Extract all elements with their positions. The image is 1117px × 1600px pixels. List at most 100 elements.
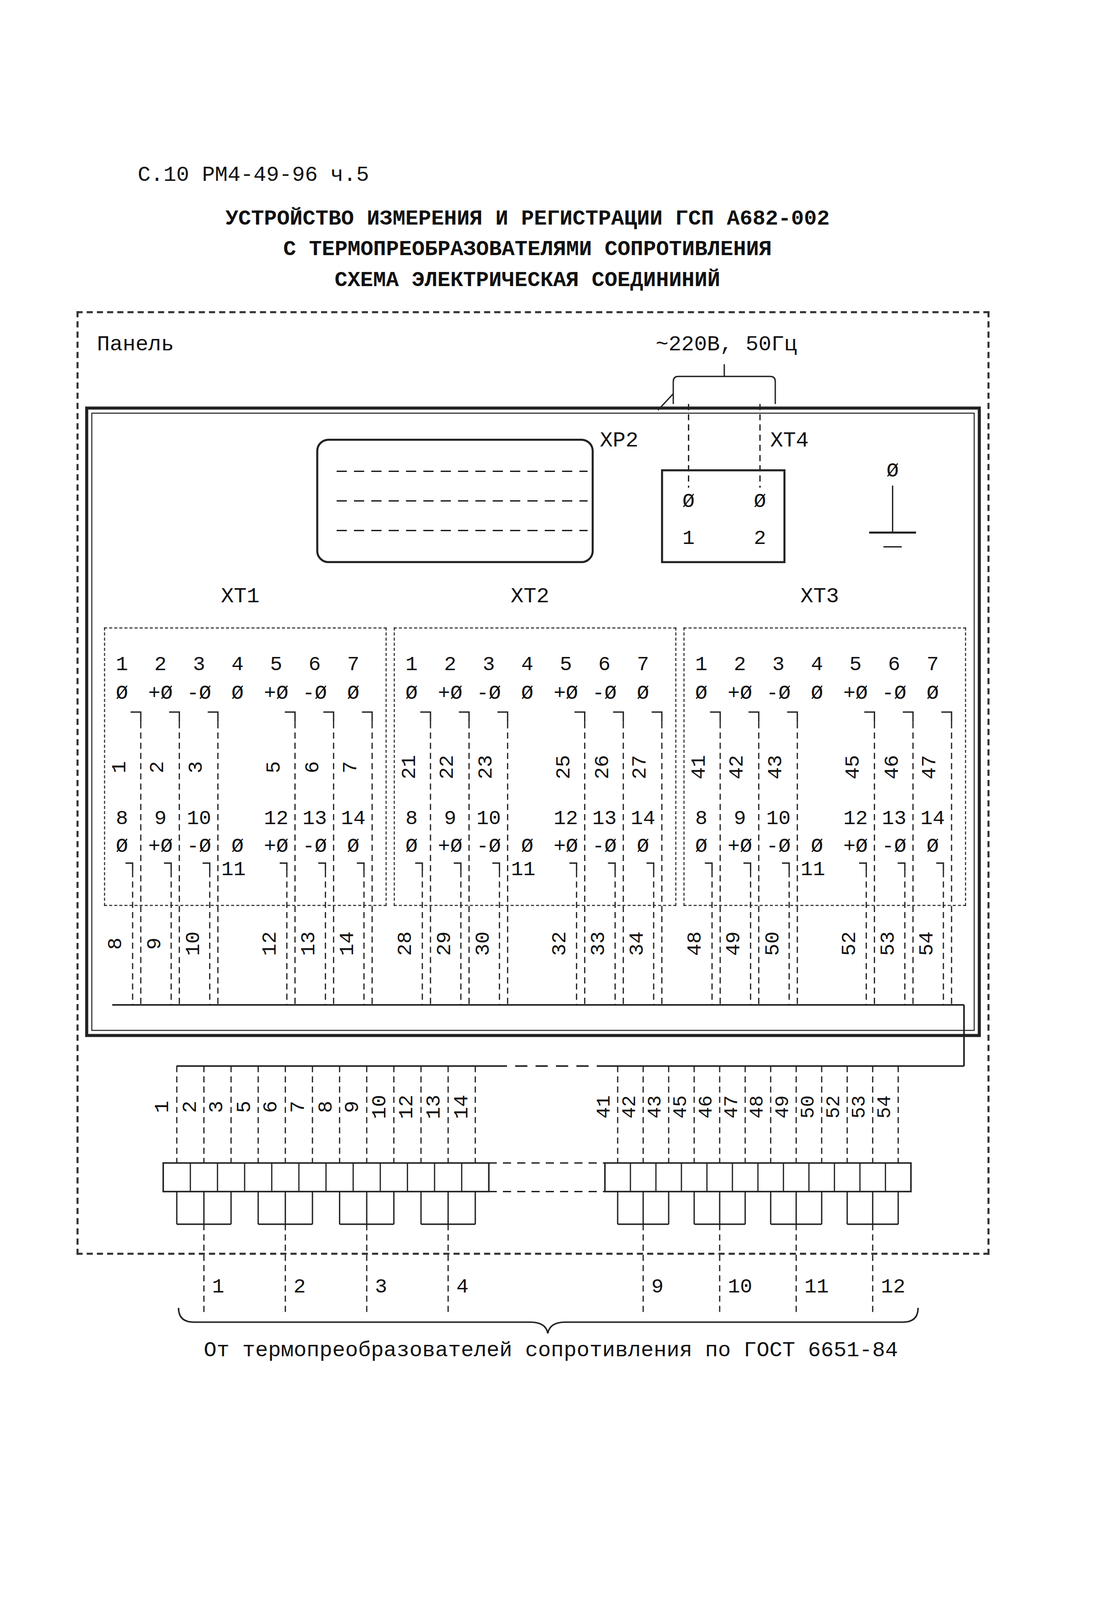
terminal-lead <box>897 862 906 872</box>
terminal-lead <box>608 862 616 872</box>
polarity-mark: Ø <box>926 835 939 857</box>
terminal-lead <box>169 712 180 723</box>
terminal-lead <box>279 862 287 872</box>
wire <box>366 1191 368 1225</box>
wire <box>140 722 142 1005</box>
wire-bundle <box>494 1065 602 1067</box>
terminal-number: 9 <box>154 808 167 830</box>
terminal-lead <box>130 712 141 723</box>
power-wire <box>759 404 761 488</box>
wire <box>897 1191 899 1225</box>
wire-number: 25 <box>553 754 574 779</box>
wire <box>653 871 655 1005</box>
wire-number: 41 <box>595 1095 615 1119</box>
wire-number: 46 <box>697 1095 718 1119</box>
sensor-number: 9 <box>651 1277 664 1298</box>
connector-row <box>336 529 588 532</box>
wire-number: 12 <box>397 1094 418 1120</box>
polarity-mark: Ø <box>810 682 824 704</box>
wire <box>284 1191 287 1225</box>
terminal-number: 11 <box>800 859 826 881</box>
terminal-number: 14 <box>920 808 945 830</box>
terminal-number: 11 <box>221 859 246 881</box>
wire <box>333 722 335 1005</box>
polarity-mark: Ø <box>405 682 418 704</box>
wire-number: 5 <box>263 760 285 773</box>
sensor-number: 11 <box>804 1277 830 1298</box>
panel-frame <box>86 408 979 1036</box>
wire-number: 9 <box>144 937 166 950</box>
connector-body <box>604 1163 912 1192</box>
wire <box>474 1191 477 1225</box>
wire <box>447 1065 449 1164</box>
polarity-mark: +Ø <box>727 835 753 857</box>
terminal-mark: Ø <box>753 491 767 513</box>
wire-number: 42 <box>620 1095 641 1119</box>
terminal-lead <box>743 862 751 872</box>
terminal-xt4: ХТ4ØØ12 <box>660 469 786 564</box>
wire <box>584 722 586 1005</box>
terminal-block: ХТ31234567Ø+Ø-ØØ+Ø-ØØ4142434546478910111… <box>683 627 966 906</box>
wire <box>718 1191 721 1225</box>
wire <box>820 1065 823 1164</box>
cable-entry <box>657 393 674 410</box>
terminal-number: 1 <box>405 654 418 676</box>
wire-number: 26 <box>592 754 613 779</box>
terminal-number: 6 <box>887 654 901 676</box>
wire <box>897 1065 899 1164</box>
wire <box>668 1065 670 1164</box>
wire-number: 3 <box>186 760 208 773</box>
polarity-mark: Ø <box>636 682 650 704</box>
terminal-lead <box>936 862 944 872</box>
polarity-mark: Ø <box>115 835 129 857</box>
terminal-lead <box>497 712 508 723</box>
wire <box>873 722 876 1005</box>
terminal-lead <box>864 712 875 723</box>
polarity-mark: -Ø <box>302 835 328 857</box>
sensor-cable <box>718 1224 721 1317</box>
wire <box>796 722 799 1005</box>
connector-cell <box>244 1163 246 1192</box>
block-label: ХТ1 <box>220 585 260 607</box>
terminal-lead <box>323 712 334 723</box>
wire-number: 53 <box>850 1095 870 1119</box>
terminal-number: 2 <box>733 654 747 676</box>
panel-frame-inner <box>92 413 975 1031</box>
wire <box>642 1065 645 1164</box>
connector-cell <box>833 1163 836 1192</box>
terminal-number: 5 <box>849 654 862 676</box>
wire <box>950 722 953 1005</box>
wire-number: 2 <box>148 760 169 773</box>
wire-number: 21 <box>399 754 421 779</box>
block-label: ХТ2 <box>510 585 550 607</box>
wire <box>203 1065 205 1164</box>
wire <box>447 1191 449 1225</box>
wire <box>430 722 432 1005</box>
wire <box>871 1191 874 1225</box>
power-cable <box>723 363 725 377</box>
wire-number: 46 <box>881 754 903 779</box>
terminal-lead <box>710 712 721 723</box>
connector-xp2: ХР2 <box>316 438 594 564</box>
sensor-number: 2 <box>293 1277 306 1298</box>
wire <box>311 1191 313 1225</box>
wire <box>257 1065 259 1164</box>
power-label: ~220В, 50Гц <box>655 333 797 356</box>
wire <box>719 722 722 1005</box>
wire <box>178 722 180 1005</box>
terminal-number: 4 <box>231 654 244 676</box>
wire-number: 48 <box>748 1095 769 1119</box>
polarity-mark: +Ø <box>437 835 463 857</box>
wire-number: 47 <box>722 1095 743 1119</box>
wire <box>820 1191 823 1225</box>
wire <box>693 1065 696 1164</box>
polarity-mark: Ø <box>521 682 534 704</box>
terminal-lead <box>569 862 577 872</box>
polarity-mark: Ø <box>695 835 708 857</box>
wire <box>507 722 509 1005</box>
polarity-mark: Ø <box>926 682 939 704</box>
power-cable <box>673 376 776 404</box>
terminal-lead <box>453 862 462 872</box>
wire <box>661 722 663 1005</box>
wire <box>871 1065 874 1164</box>
